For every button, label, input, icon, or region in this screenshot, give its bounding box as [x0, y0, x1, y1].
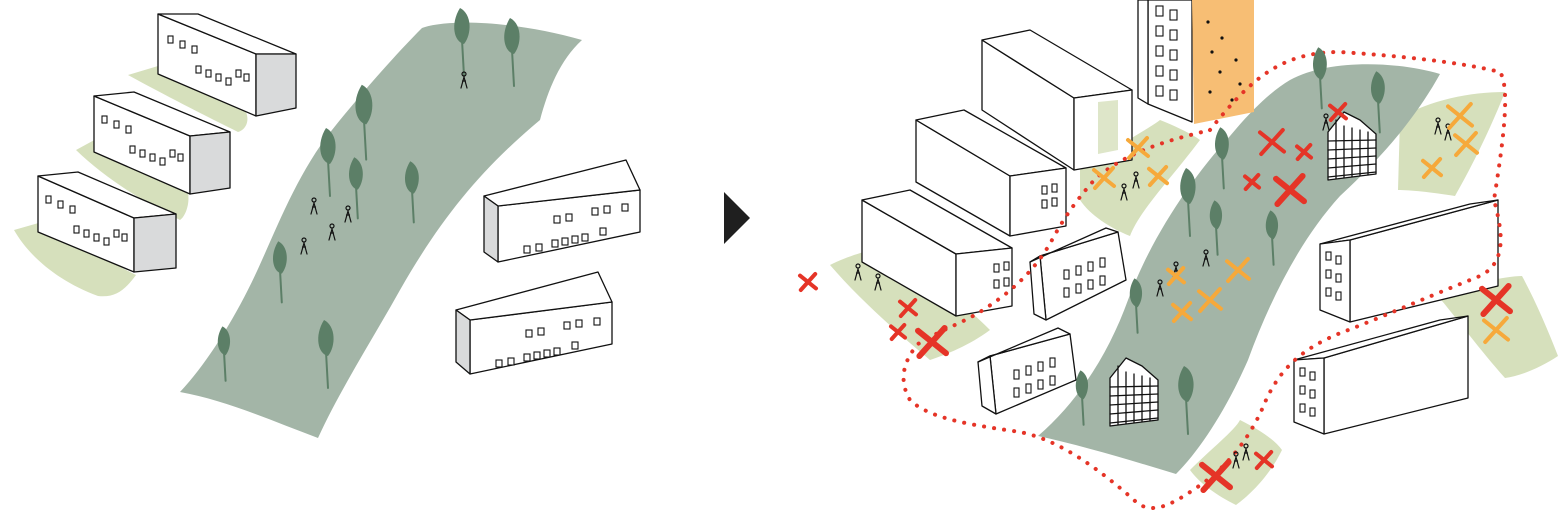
slab-building	[981, 29, 1133, 171]
red-cross-marker	[915, 325, 949, 359]
slab-building	[1293, 315, 1469, 435]
stick-figure-icon	[874, 273, 882, 291]
orange-cross-marker	[1092, 166, 1116, 190]
stick-figure-icon	[460, 71, 468, 89]
lawn-strip	[14, 222, 136, 297]
stick-figure-icon	[1242, 443, 1250, 461]
stick-figure-icon	[1232, 451, 1240, 469]
red-cross-marker	[798, 272, 818, 292]
orange-cross-marker	[1482, 316, 1510, 344]
tree-icon	[1370, 71, 1385, 134]
tree-icon	[348, 157, 363, 220]
stick-figure-icon	[1120, 183, 1128, 201]
windows	[1013, 257, 1106, 398]
orange-cross-marker	[1225, 257, 1251, 283]
tree-icon	[1178, 366, 1194, 435]
stick-figure-icon	[328, 223, 336, 241]
greenhouse	[1327, 111, 1377, 181]
stick-figure-icon	[1202, 249, 1210, 267]
tree-icon	[1312, 47, 1327, 110]
slab-building	[157, 13, 297, 117]
tree-icon	[1265, 210, 1279, 266]
slab-building	[1319, 199, 1499, 323]
stick-figure-icon	[854, 263, 862, 281]
lawn-patch	[1398, 92, 1505, 196]
transition-arrow-icon	[724, 192, 750, 244]
after-panel	[798, 0, 1558, 510]
tree-icon	[318, 320, 334, 389]
tree-icon	[320, 128, 336, 197]
tree-icon	[217, 326, 231, 382]
red-cross-marker	[1295, 143, 1313, 161]
tree-icon	[272, 241, 287, 304]
orange-cross-marker	[1453, 131, 1479, 157]
tree-icon	[1129, 278, 1143, 334]
red-cross-marker	[1199, 459, 1233, 493]
stick-figure-icon	[1132, 171, 1140, 189]
tower-building	[1137, 0, 1193, 123]
orange-cross-marker	[1147, 165, 1169, 187]
windows	[1155, 5, 1178, 101]
before-panel	[14, 8, 641, 439]
windows	[495, 203, 629, 368]
slab-building	[483, 159, 641, 263]
climbing-wall	[1192, 0, 1254, 124]
tree-icon	[504, 18, 520, 87]
red-cross-marker	[1243, 173, 1261, 191]
tree-icon	[1180, 168, 1196, 237]
green-corridor	[180, 22, 582, 439]
tree-icon	[355, 84, 373, 161]
tree-icon	[454, 8, 470, 77]
stick-figure-icon	[1434, 117, 1442, 135]
windows	[993, 183, 1342, 417]
tree-group	[1075, 47, 1385, 435]
orange-cross-marker	[1421, 157, 1443, 179]
lawn-patch	[1080, 120, 1200, 236]
tree-icon	[404, 161, 419, 224]
windows	[45, 35, 250, 246]
infill-building	[977, 327, 1077, 415]
infill-building	[1029, 227, 1127, 321]
orange-cross-marker	[1166, 266, 1186, 286]
red-cross-marker	[898, 298, 918, 318]
activity-markers	[798, 102, 1513, 493]
tree-group	[217, 8, 520, 389]
tree-icon	[1209, 200, 1223, 256]
red-cross-marker	[1479, 283, 1513, 317]
greenhouse	[1109, 357, 1159, 427]
orange-cross-marker	[1446, 102, 1474, 130]
climbing-holds	[1206, 20, 1242, 102]
lawn-strip	[76, 138, 189, 220]
red-cross-marker	[889, 323, 907, 341]
stick-figure-icon	[1322, 113, 1330, 131]
red-cross-marker	[1254, 450, 1274, 470]
tree-icon	[1075, 370, 1089, 426]
red-cross-marker	[1328, 102, 1348, 122]
red-cross-marker	[1273, 173, 1307, 207]
stick-figure-icon	[1156, 279, 1164, 297]
stick-figure-icon	[300, 237, 308, 255]
red-cross-marker	[1258, 128, 1286, 156]
slab-building	[37, 171, 177, 273]
people-group	[300, 71, 468, 255]
orange-cross-marker	[1197, 287, 1223, 313]
stick-figure-icon	[344, 205, 352, 223]
orange-cross-marker	[1126, 136, 1150, 160]
orange-cross-marker	[1171, 301, 1193, 323]
tree-icon	[1214, 127, 1229, 190]
lawn-strip	[128, 63, 248, 132]
slab-building	[915, 109, 1067, 237]
stick-figure-icon	[310, 197, 318, 215]
